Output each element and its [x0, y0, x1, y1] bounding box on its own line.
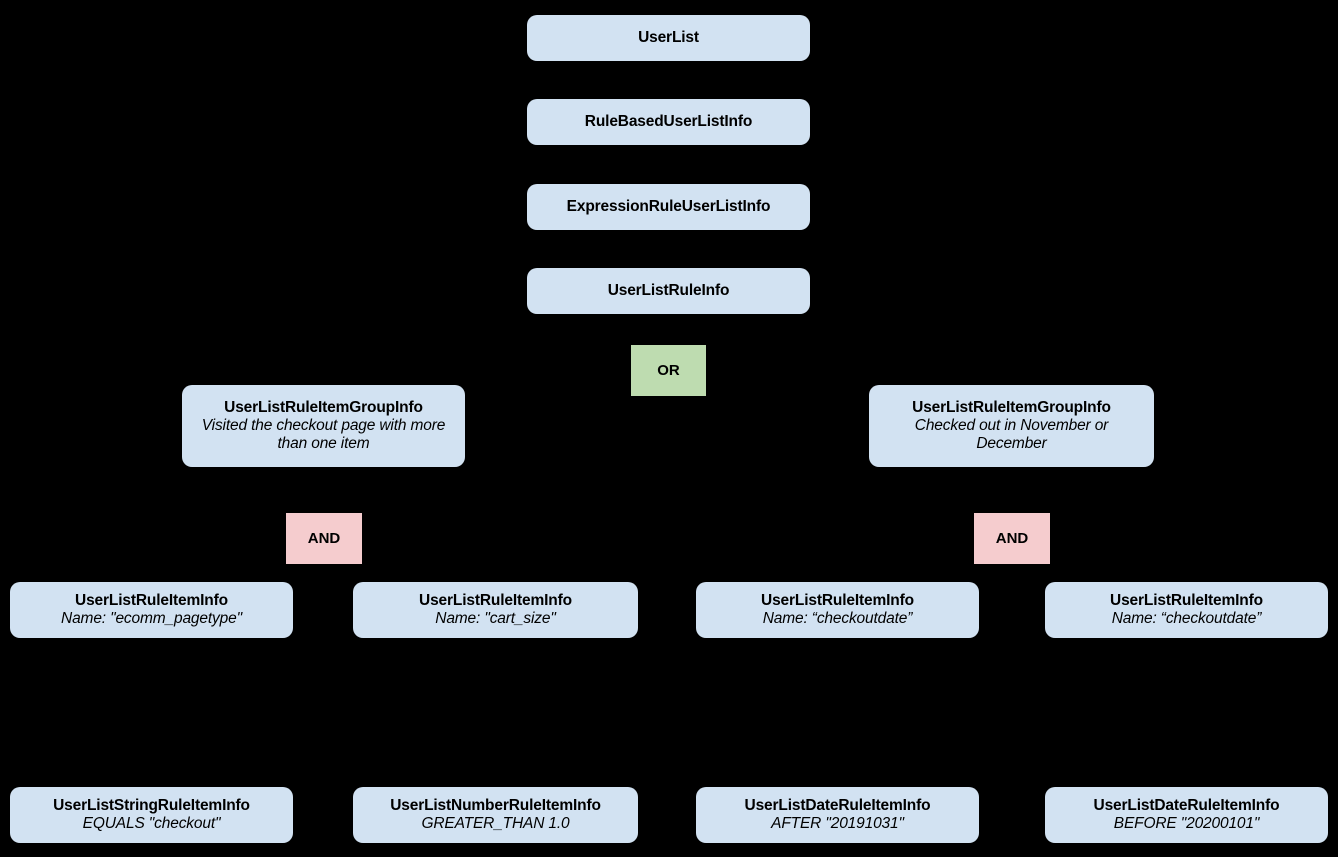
node-subtitle: AFTER "20191031"	[771, 815, 904, 832]
node-expressionruleuserlistinfo[interactable]: ExpressionRuleUserListInfo	[527, 184, 810, 230]
node-title: UserListRuleItemGroupInfo	[224, 398, 423, 416]
node-subtitle: Checked out in November or December	[914, 416, 1109, 453]
node-subtitle: Name: “checkoutdate”	[762, 610, 913, 627]
node-title: UserListStringRuleItemInfo	[53, 796, 250, 814]
edge-and-operator-right-to-ruleitem-checkoutdate-after	[836, 563, 989, 586]
node-title: UserListRuleItemInfo	[1110, 591, 1263, 609]
node-subtitle: GREATER_THAN 1.0	[421, 815, 570, 832]
edge-and-operator-right-to-ruleitem-checkoutdate-before	[1035, 563, 1187, 586]
node-rulebaseduserlistinfo[interactable]: RuleBasedUserListInfo	[527, 99, 810, 145]
node-title: UserListRuleInfo	[607, 281, 730, 299]
node-subtitle: Name: “checkoutdate”	[1111, 610, 1262, 627]
edge-and-operator-left-to-ruleitem-cart-size	[347, 563, 496, 586]
node-title: UserListDateRuleItemInfo	[744, 796, 931, 814]
node-subtitle: EQUALS "checkout"	[82, 815, 221, 832]
node-title: ExpressionRuleUserListInfo	[566, 197, 771, 215]
node-subtitle: Visited the checkout page with more than…	[201, 416, 446, 453]
node-and-operator-left[interactable]: AND	[286, 513, 362, 564]
node-userlist[interactable]: UserList	[527, 15, 810, 61]
edge-or-operator-to-group-left	[338, 369, 632, 387]
node-title: UserListRuleItemInfo	[75, 591, 228, 609]
node-title: UserListRuleItemGroupInfo	[912, 398, 1111, 416]
node-subtitle: Name: "ecomm_pagetype"	[61, 610, 242, 627]
node-subtitle: BEFORE "20200101"	[1113, 815, 1260, 832]
node-and-operator-right[interactable]: AND	[974, 513, 1050, 564]
node-title: AND	[307, 530, 341, 547]
edge-and-operator-left-to-ruleitem-ecomm-pagetype	[149, 563, 301, 586]
node-title: UserListNumberRuleItemInfo	[390, 796, 601, 814]
node-or-operator[interactable]: OR	[631, 345, 706, 396]
node-title: UserList	[638, 28, 699, 46]
node-title: UserListRuleItemInfo	[419, 591, 572, 609]
node-subtitle: Name: "cart_size"	[435, 610, 556, 627]
node-title: UserListRuleItemInfo	[761, 591, 914, 609]
node-title: AND	[995, 530, 1029, 547]
edge-or-operator-to-group-right	[705, 369, 1000, 387]
node-title: UserListDateRuleItemInfo	[1093, 796, 1280, 814]
node-title: OR	[657, 362, 680, 379]
node-title: RuleBasedUserListInfo	[584, 112, 753, 130]
node-userlistruleinfo[interactable]: UserListRuleInfo	[527, 268, 810, 314]
